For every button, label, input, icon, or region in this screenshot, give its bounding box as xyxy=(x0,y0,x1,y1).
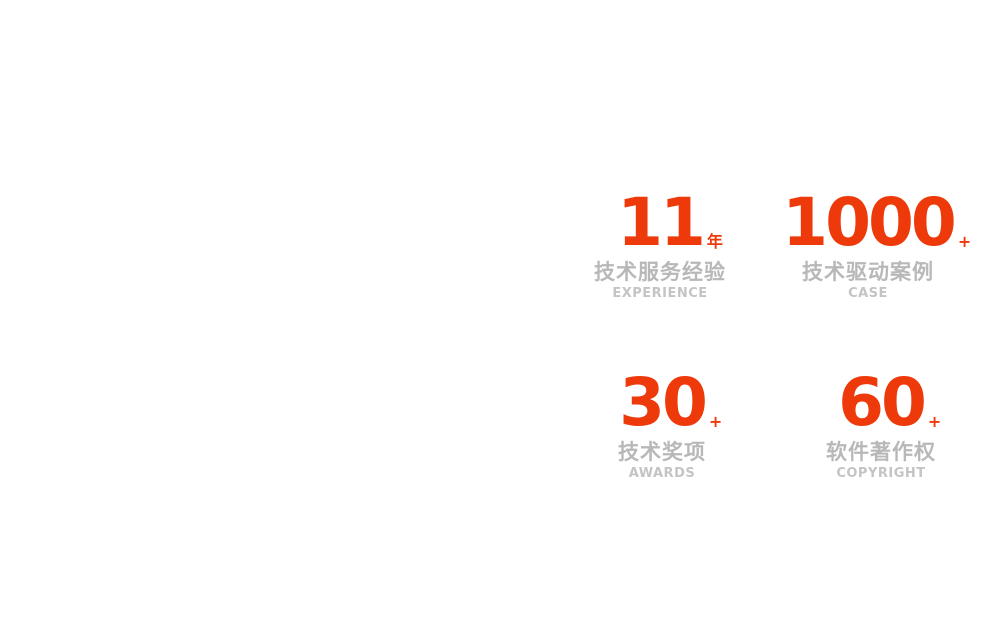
stat-copyright: 60 + 软件著作权 COPYRIGHT xyxy=(781,370,981,482)
stat-number-row: 1000 + xyxy=(782,184,971,261)
stat-number: 60 xyxy=(838,364,927,441)
stat-suffix: + xyxy=(927,412,942,431)
stat-number-row: 30 + xyxy=(619,364,722,441)
stat-number-row: 60 + xyxy=(838,364,941,441)
stat-label: 技术奖项 xyxy=(618,440,706,464)
stat-number: 30 xyxy=(619,364,708,441)
stat-awards: 30 + 技术奖项 AWARDS xyxy=(562,370,762,482)
stat-sublabel: COPYRIGHT xyxy=(836,466,926,482)
stat-sublabel: AWARDS xyxy=(628,466,696,482)
stat-label: 软件著作权 xyxy=(826,440,936,464)
stat-label: 技术驱动案例 xyxy=(802,260,934,284)
stat-case: 1000 + 技术驱动案例 CASE xyxy=(768,184,971,302)
stat-number-row: 11 年 xyxy=(617,184,723,261)
stat-number: 1000 xyxy=(782,184,957,261)
stat-suffix: 年 xyxy=(706,232,723,251)
stat-sublabel: EXPERIENCE xyxy=(612,286,708,302)
stat-sublabel: CASE xyxy=(848,286,888,302)
stat-number: 11 xyxy=(617,184,706,261)
stat-suffix: + xyxy=(957,232,972,251)
stat-experience: 11 年 技术服务经验 EXPERIENCE xyxy=(560,190,760,302)
stat-suffix: + xyxy=(708,412,723,431)
stat-label: 技术服务经验 xyxy=(594,260,726,284)
